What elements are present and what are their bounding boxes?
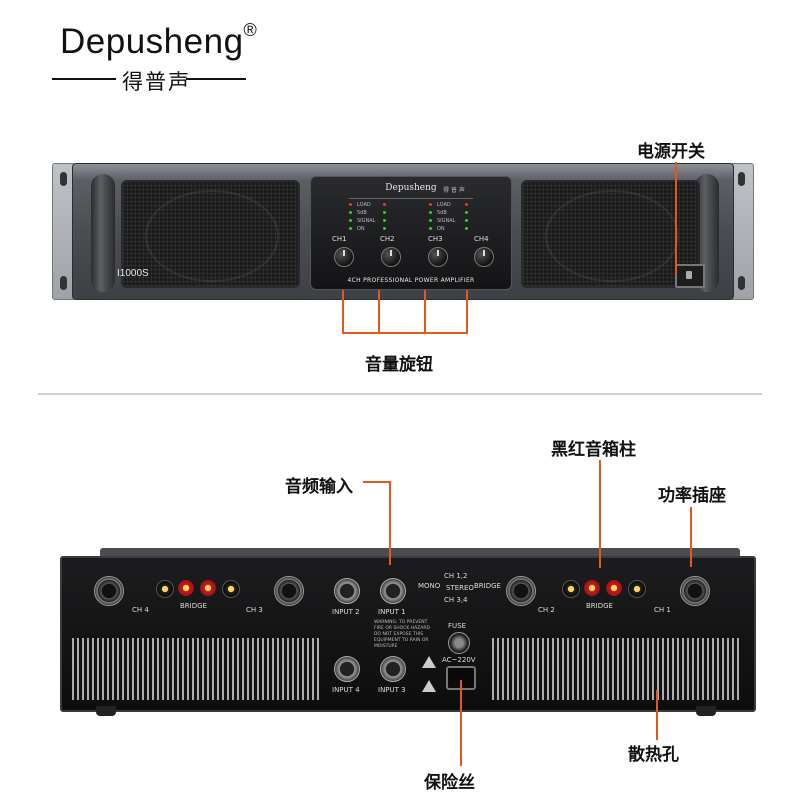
leader-speaker-terminals: [599, 460, 601, 568]
brand-rule-right: [186, 78, 246, 80]
binding-post-black-1[interactable]: [156, 580, 174, 598]
label-input-1: INPUT 1: [378, 608, 406, 616]
label-ch12: CH 1,2: [444, 572, 468, 580]
label-bridge-mode: BRIDGE: [474, 582, 501, 590]
label-input-4: INPUT 4: [332, 686, 360, 694]
label-ch4: CH4: [474, 235, 489, 243]
callout-speaker-terminals: 黑红音箱柱: [551, 440, 636, 460]
handle-left: [91, 174, 115, 292]
binding-post-red-3[interactable]: [584, 580, 600, 596]
brand-name: Depusheng: [60, 22, 244, 61]
binding-post-red-4[interactable]: [606, 580, 622, 596]
binding-post-red-1[interactable]: [178, 580, 194, 596]
leader-power-switch: [675, 162, 677, 274]
label-stereo: STEREO: [446, 584, 474, 592]
volume-knob-ch3[interactable]: [428, 247, 448, 267]
brand-rule-left: [52, 78, 116, 80]
label-input-3: INPUT 3: [378, 686, 406, 694]
panel-subtitle: 4CH PROFESSIONAL POWER AMPLIFIER: [347, 277, 475, 284]
leader-volume-knobs: [342, 332, 468, 334]
label-ac: AC~220V: [442, 656, 476, 664]
label-input-2: INPUT 2: [332, 608, 360, 616]
amplifier-front-panel: I1000S Depusheng 得 普 声 LOAD 5dB SIGNAL O…: [52, 163, 754, 300]
power-switch[interactable]: [675, 264, 705, 288]
fan-grill-right: [521, 180, 700, 288]
warning-text: WARNING: TO PREVENT FIRE OR SHOCK HAZARD…: [374, 620, 430, 649]
callout-power-switch: 电源开关: [637, 142, 705, 162]
label-fuse: FUSE: [448, 622, 467, 630]
registered-mark: ®: [243, 20, 258, 40]
label-mono: MONO: [418, 582, 441, 590]
binding-post-black-4[interactable]: [628, 580, 646, 598]
panel-brand: Depusheng: [385, 183, 437, 193]
speakon-ch2[interactable]: [506, 576, 536, 606]
leader-power-socket: [690, 507, 692, 567]
indicator-on-right: ON: [437, 226, 445, 232]
fan-grill-left: [121, 180, 300, 288]
front-chassis: I1000S Depusheng 得 普 声 LOAD 5dB SIGNAL O…: [72, 163, 734, 300]
amplifier-rear-panel: CH 4 BRIDGE CH 3 INPUT 2 INPUT 1 INPUT 4…: [60, 548, 756, 720]
volume-knob-ch4[interactable]: [474, 247, 494, 267]
binding-post-black-3[interactable]: [562, 580, 580, 598]
brand-logo: Depusheng®: [60, 20, 258, 62]
label-ch34: CH 3,4: [444, 596, 468, 604]
speakon-ch1[interactable]: [680, 576, 710, 606]
fuse-holder[interactable]: [448, 632, 470, 654]
leader-audio-input: [389, 481, 391, 565]
label-bridge-right: BRIDGE: [586, 602, 613, 610]
xlr-input-4[interactable]: [334, 656, 360, 682]
indicator-5db-right: 5dB: [437, 210, 447, 216]
label-rear-ch4: CH 4: [132, 606, 149, 614]
brand-name-cn: 得普声: [122, 70, 191, 94]
xlr-input-3[interactable]: [380, 656, 406, 682]
speakon-ch3[interactable]: [274, 576, 304, 606]
warning-triangle-icon-2: [422, 680, 436, 692]
leader-fuse: [460, 680, 462, 766]
indicator-load-right: LOAD: [437, 202, 451, 208]
indicator-5db-left: 5dB: [357, 210, 367, 216]
binding-post-red-2[interactable]: [200, 580, 216, 596]
rack-ear-right: [730, 163, 754, 300]
label-rear-ch2: CH 2: [538, 606, 555, 614]
binding-post-black-2[interactable]: [222, 580, 240, 598]
section-divider: [38, 393, 762, 395]
callout-power-socket: 功率插座: [658, 486, 726, 506]
leader-vents: [656, 690, 658, 740]
label-ch2: CH2: [380, 235, 395, 243]
vent-left: [72, 638, 320, 700]
warning-triangle-icon: [422, 656, 436, 668]
rear-chassis: CH 4 BRIDGE CH 3 INPUT 2 INPUT 1 INPUT 4…: [60, 556, 756, 712]
speakon-ch4[interactable]: [94, 576, 124, 606]
label-rear-ch3: CH 3: [246, 606, 263, 614]
callout-audio-input: 音频输入: [285, 477, 353, 497]
volume-knob-ch2[interactable]: [381, 247, 401, 267]
callout-vents: 散热孔: [628, 745, 679, 765]
callout-volume-knobs: 音量旋钮: [365, 355, 433, 375]
indicator-load-left: LOAD: [357, 202, 371, 208]
indicator-signal-right: SIGNAL: [437, 218, 456, 224]
vent-right: [492, 638, 742, 700]
control-panel: Depusheng 得 普 声 LOAD 5dB SIGNAL ON LOAD …: [310, 176, 512, 290]
model-label: I1000S: [117, 268, 149, 279]
label-ch1: CH1: [332, 235, 347, 243]
label-bridge-left: BRIDGE: [180, 602, 207, 610]
xlr-input-2[interactable]: [334, 578, 360, 604]
label-rear-ch1: CH 1: [654, 606, 671, 614]
callout-fuse: 保险丝: [424, 773, 475, 793]
xlr-input-1[interactable]: [380, 578, 406, 604]
indicator-signal-left: SIGNAL: [357, 218, 376, 224]
label-ch3: CH3: [428, 235, 443, 243]
volume-knob-ch1[interactable]: [334, 247, 354, 267]
panel-brand-cn: 得 普 声: [443, 187, 465, 194]
indicator-on-left: ON: [357, 226, 365, 232]
